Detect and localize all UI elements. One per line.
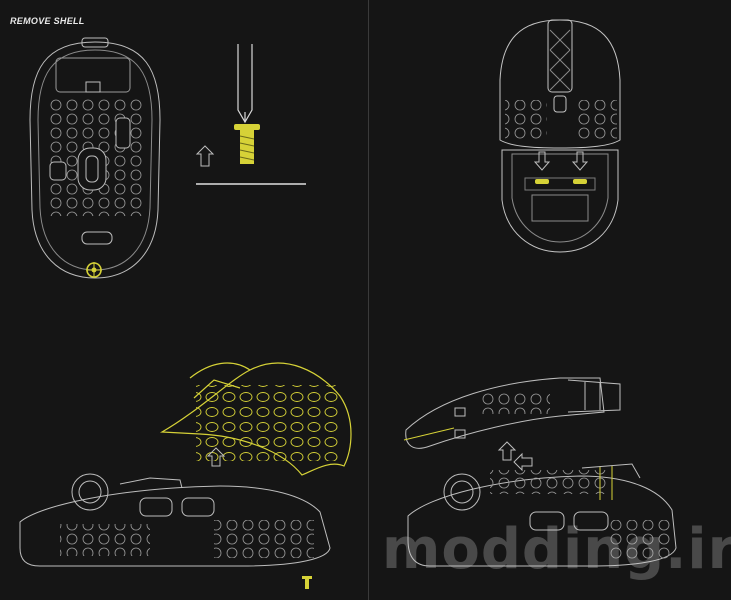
screw-icon bbox=[234, 124, 260, 164]
mouse-bottom-view bbox=[29, 37, 161, 279]
mouse-top-view bbox=[499, 19, 621, 253]
panel-divider bbox=[368, 0, 369, 600]
side-shell-panel bbox=[403, 377, 621, 449]
screw-icon bbox=[302, 576, 312, 589]
screwdriver-icon bbox=[237, 44, 253, 124]
arrow-up-icon bbox=[497, 441, 517, 461]
mouse-open-side-view bbox=[407, 463, 677, 567]
arrow-left-icon bbox=[513, 452, 533, 472]
removed-shell bbox=[159, 362, 352, 476]
arrow-up-icon bbox=[195, 145, 215, 167]
mouse-body-side-view bbox=[19, 473, 331, 567]
watermark-logo: modding.ir bbox=[382, 517, 731, 582]
arrow-up-icon bbox=[206, 447, 226, 467]
screw-location-marker bbox=[86, 262, 102, 278]
page-title: REMOVE SHELL bbox=[10, 16, 85, 26]
latch-markers bbox=[535, 179, 587, 184]
arrow-down-icon bbox=[533, 151, 589, 171]
